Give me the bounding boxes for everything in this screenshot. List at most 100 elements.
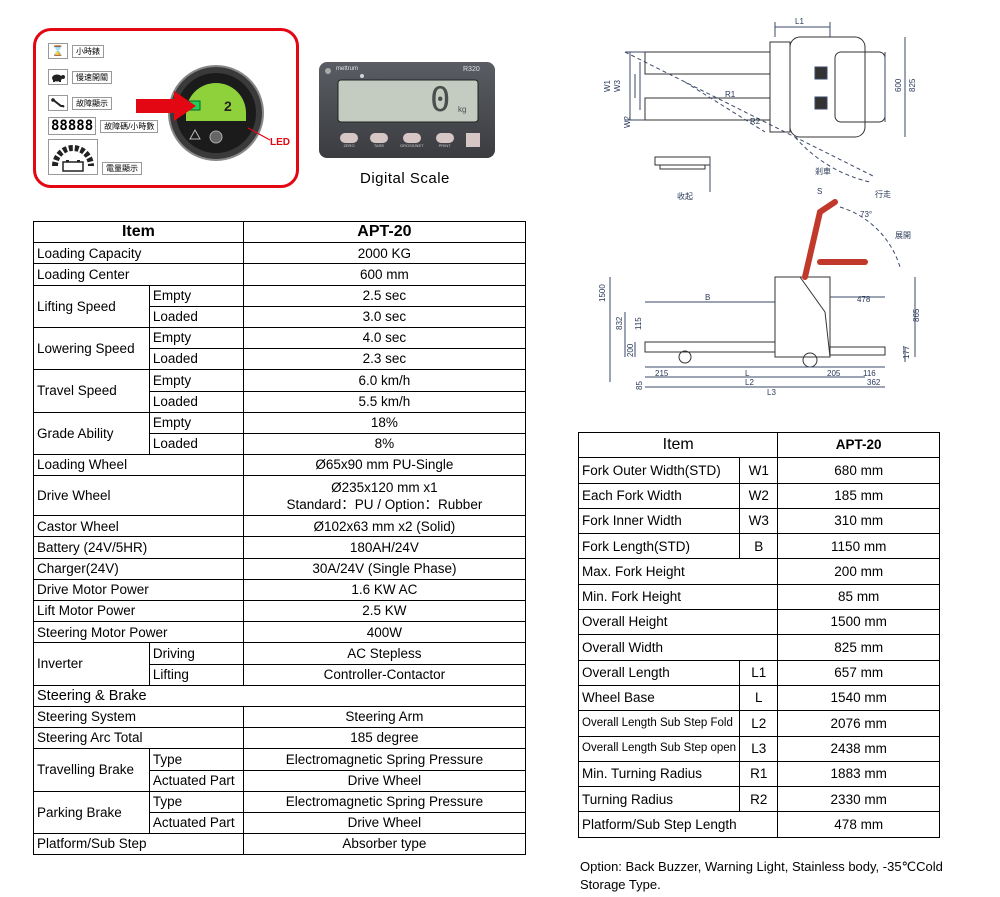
row-code: B (739, 533, 779, 560)
row-value: Ø65x90 mm PU-Single (242, 454, 527, 477)
label-s: S (817, 187, 822, 196)
pointer-arrow-icon (136, 91, 196, 121)
legend-label: 小時錶 (72, 44, 104, 58)
sub-label: Loaded (148, 305, 244, 328)
row-value: 185 degree (242, 727, 527, 750)
row-value: Controller-Contactor (242, 663, 527, 686)
scale-print-button[interactable]: PRINT (435, 133, 454, 148)
dim-116: 116 (863, 369, 876, 378)
row-value: 2076 mm (777, 710, 940, 737)
row-value: 825 mm (777, 634, 940, 661)
sub-label: Empty (148, 326, 244, 350)
row-value: 3.0 sec (242, 305, 527, 328)
row-value: Absorber type (242, 833, 527, 856)
row-code: W1 (739, 457, 779, 484)
legend-fault-display: 故障顯示 (48, 95, 112, 111)
dim-L3: L3 (767, 388, 776, 397)
row-code: R2 (739, 786, 779, 813)
dim-L2: L2 (745, 378, 754, 387)
dashboard-gauge: 2 (168, 65, 264, 161)
row-value: Drive Wheel (242, 811, 527, 835)
section-row: Steering & Brake (33, 684, 526, 707)
hourglass-icon: ⌛ (48, 43, 68, 59)
row-label: Castor Wheel (33, 515, 244, 538)
row-value: 1500 mm (777, 609, 940, 636)
scale-tare-button[interactable]: TARE (370, 133, 388, 148)
row-label: Steering Arc Total (33, 727, 244, 750)
row-label: Drive Motor Power (33, 578, 244, 602)
top-view (624, 22, 906, 183)
header-model: APT-20 (777, 431, 940, 459)
section-title: Steering & Brake (33, 684, 526, 707)
sub-label: Type (148, 790, 244, 813)
row-label: Min. Fork Height (577, 583, 779, 611)
scale-zero-button[interactable]: ZERO (340, 133, 358, 148)
row-value: 2000 KG (242, 242, 527, 265)
row-label: Lifting Speed (33, 284, 150, 328)
scale-unit: kg (458, 105, 467, 114)
dim-215: 215 (655, 369, 669, 378)
scale-gross-net-button[interactable]: GROSS/NET (400, 133, 424, 148)
row-value: 30A/24V (Single Phase) (242, 557, 527, 580)
row-value: Ø102x63 mm x2 (Solid) (242, 515, 527, 538)
row-value: 180AH/24V (242, 536, 527, 559)
label-brake: 剎車 (815, 166, 831, 176)
table-row: Charger(24V)30A/24V (Single Phase) (33, 557, 527, 580)
row-value: 680 mm (777, 457, 940, 484)
row-value: 600 mm (242, 263, 527, 286)
drive-wheel-material: Standard：PU / Option：Rubber (286, 496, 483, 512)
row-label: Travel Speed (33, 369, 150, 413)
turtle-icon (48, 69, 68, 85)
row-label: Inverter (33, 642, 150, 686)
legend-label: 故障顯示 (72, 96, 112, 110)
row-label: Loading Center (33, 263, 244, 286)
svg-text:2: 2 (224, 98, 232, 114)
dim-825: 825 (908, 78, 917, 92)
table-row: Drive Wheel Ø235x120 mm x1 Standard：PU /… (33, 475, 527, 517)
dim-L1: L1 (795, 17, 804, 26)
scale-power-button[interactable] (465, 133, 480, 148)
row-label: Grade Ability (33, 411, 150, 456)
row-value: 185 mm (777, 482, 940, 509)
wrench-icon (48, 95, 68, 111)
row-value: 478 mm (777, 811, 940, 838)
row-value: 2.5 sec (242, 284, 527, 307)
row-label: Lift Motor Power (33, 599, 244, 623)
row-value: Steering Arm (242, 705, 527, 729)
row-value: 2.5 KW (242, 599, 527, 623)
sub-label: Actuated Part (148, 769, 244, 792)
row-value: 657 mm (777, 659, 940, 686)
table-header-row: Item APT-20 (577, 431, 940, 459)
row-value: 1883 mm (777, 760, 940, 788)
dim-200: 200 (626, 343, 635, 357)
options-note: Option: Back Buzzer, Warning Light, Stai… (580, 859, 943, 892)
row-value: 310 mm (777, 507, 940, 535)
row-label: Fork Inner Width (577, 507, 741, 535)
row-code: L3 (739, 735, 779, 762)
row-label: Charger(24V) (33, 557, 244, 580)
row-value: 2438 mm (777, 735, 940, 762)
row-label: Overall Height (577, 609, 779, 636)
row-value: 1150 mm (777, 533, 940, 560)
sub-label: Loaded (148, 390, 244, 413)
row-label: Wheel Base (577, 684, 741, 712)
label-unfold: 展開 (895, 231, 911, 240)
row-value: 18% (242, 411, 527, 434)
instrument-panel-callout: ⌛ 小時錶 慢速開關 故障顯示 88888 故障碼/小時數 電量顯示 2 (33, 28, 299, 188)
sub-label: Loaded (148, 432, 244, 456)
row-value: Ø235x120 mm x1 Standard：PU / Option：Rubb… (242, 475, 527, 517)
row-value: 4.0 sec (242, 326, 527, 350)
sub-label: Empty (148, 284, 244, 307)
dim-W2: W2 (623, 115, 632, 128)
